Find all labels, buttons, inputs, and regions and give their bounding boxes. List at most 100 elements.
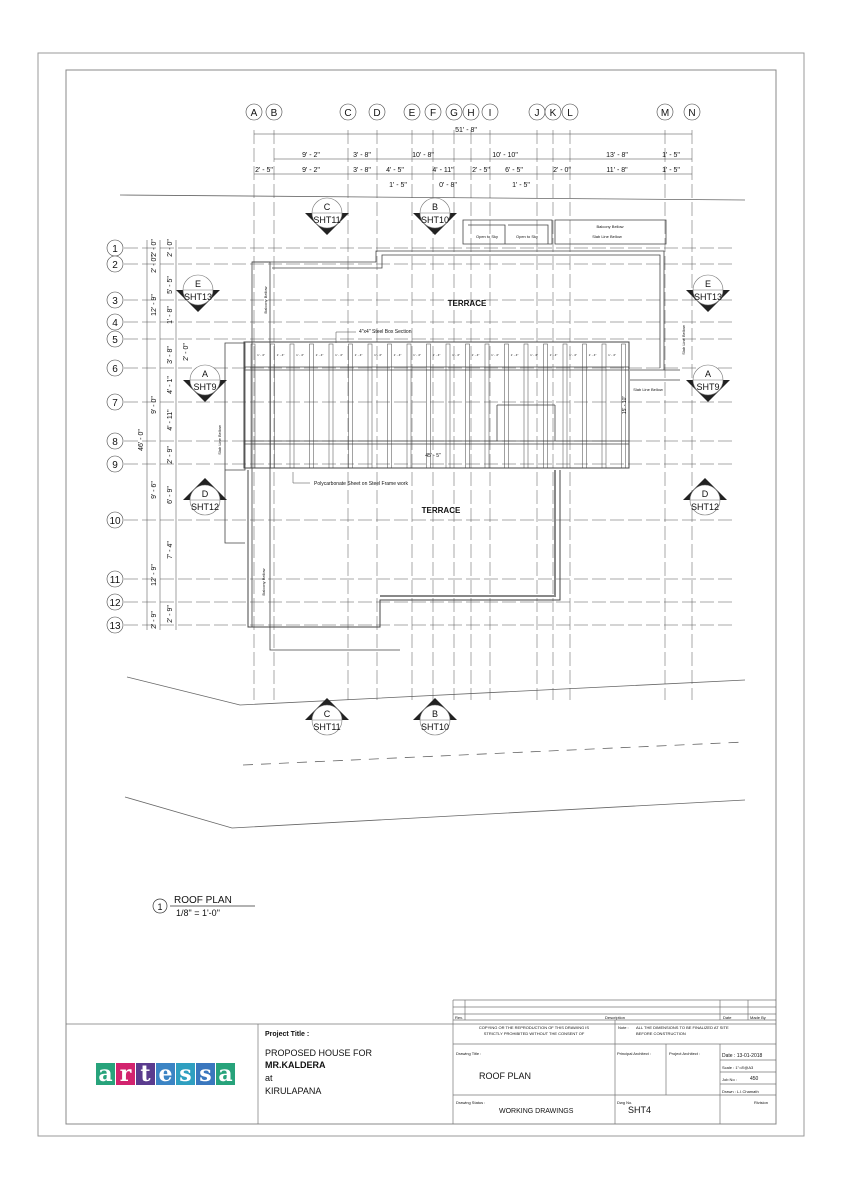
- beam-spacing-label: 1' - 4": [413, 353, 421, 357]
- section-markers: CSHT11BSHT10ESHT13ESHT13ASHT9ASHT9DSHT12…: [176, 197, 730, 736]
- dim-top-row3: 4' - 5": [386, 167, 404, 174]
- project-architect-label: Project Architect :: [669, 1051, 700, 1056]
- steel-beam: [465, 343, 470, 469]
- beam-spacing-label: 1' - 4": [452, 353, 460, 357]
- grid-label-C: C: [344, 108, 351, 119]
- dim-top-row3: 1' - 5": [662, 167, 680, 174]
- slab-line-right-vertical: Slab Line Bellow: [681, 325, 686, 355]
- section-letter: A: [705, 369, 711, 379]
- dim-overall-height: 46' - 0": [138, 429, 145, 451]
- plan-labels: TERRACE TERRACE 4"x4" Steel Box Section …: [217, 224, 686, 596]
- section-sheet: SHT13: [694, 292, 722, 302]
- dim-top-row2: 9' - 2": [302, 152, 320, 159]
- dim-top-row2: 10' - 8": [412, 152, 434, 159]
- grid-label-H: H: [467, 108, 474, 119]
- steel-beam: [250, 343, 256, 469]
- grid-bubble-row-9: [106, 455, 124, 473]
- section-sheet: SHT11: [313, 722, 340, 732]
- steel-beam: [543, 343, 548, 469]
- grid-label-row-5: 5: [112, 335, 118, 346]
- open-to-sky-1: Open to Sky: [476, 234, 498, 239]
- view-scale: 1/8" = 1'-0": [176, 908, 220, 918]
- steel-beam: [309, 343, 314, 469]
- dim-left-col2: 2' - 0": [167, 239, 174, 257]
- beam-spacing-label: 1' - 4": [355, 353, 363, 357]
- view-number-circle: [152, 898, 168, 914]
- date-value: Date : 13-01-2018: [722, 1053, 763, 1059]
- dim-top-row3: 6' - 5": [505, 167, 523, 174]
- dim-top-row3: 11' - 8": [606, 167, 628, 174]
- dim-left-col2: 3' - 8": [167, 346, 174, 364]
- balcony-below-top: Balcony Bellow: [596, 224, 623, 229]
- section-sheet: SHT11: [313, 215, 340, 225]
- dim-left-col2: 4' - 11": [167, 409, 174, 431]
- beam-spacing-label: 1' - 4": [472, 353, 480, 357]
- dim-top-row4: 1' - 5": [389, 182, 407, 189]
- revision-label: Rivision: [754, 1100, 768, 1105]
- beam-spacing-label: 1' - 4": [277, 353, 285, 357]
- grid-label-K: K: [550, 108, 557, 119]
- project-line-3: at: [265, 1073, 273, 1083]
- dim-top-row2: 3' - 8": [353, 152, 371, 159]
- polycarbonate-label: Polycarbonate Sheet on Steel Frame work: [314, 481, 408, 487]
- grid-bubble-I: [481, 103, 499, 121]
- dim-top-row2: 1' - 5": [662, 152, 680, 159]
- steel-beams: 1' - 4" 1' - 4" 1' - 4" 1' - 4" 1' - 4" 1' - …: [250, 343, 626, 469]
- logo-letter: r: [116, 1063, 135, 1085]
- dim-top-row3: 2' - 0": [553, 167, 571, 174]
- slab-line-left: Slab Line Bellow: [217, 425, 222, 455]
- grid-label-A: A: [251, 108, 258, 119]
- logo-letter: a: [96, 1063, 115, 1085]
- grid-label-B: B: [271, 108, 278, 119]
- grid-label-row-9: 9: [112, 460, 118, 471]
- beam-spacing-label: 1' - 4": [530, 353, 538, 357]
- project-title-label: Project Title :: [265, 1031, 309, 1038]
- grid-label-row-3: 3: [112, 296, 118, 307]
- section-letter: C: [324, 709, 331, 719]
- balcony-below-bottom: Balcony Bellow: [261, 568, 266, 595]
- grid-label-D: D: [373, 108, 380, 119]
- grid-label-row-8: 8: [112, 437, 118, 448]
- dim-top-row3: 2' - 5": [472, 167, 490, 174]
- steel-beam: [484, 343, 490, 469]
- grid-bubble-N: [683, 103, 701, 121]
- beam-spacing-label: 1' - 4": [569, 353, 577, 357]
- section-marker-e: E SHT13: [686, 274, 730, 312]
- dwg-no: SHT4: [628, 1105, 651, 1115]
- beam-spacing-label: 1' - 4": [491, 353, 499, 357]
- grid-bubble-H: [462, 103, 480, 121]
- polycarbonate-leader: [292, 472, 310, 484]
- dim-left-col2: 7' - 4": [167, 541, 174, 559]
- job-no-label: Job No :: [722, 1077, 737, 1082]
- section-sheet: SHT13: [184, 292, 212, 302]
- drawing-title: ROOF PLAN: [479, 1071, 531, 1081]
- dim-left-col2: 1' - 8": [167, 306, 174, 324]
- grid-label-row-10: 10: [109, 516, 121, 527]
- grid-label-G: G: [450, 108, 458, 119]
- description-label: Description: [605, 1015, 625, 1020]
- section-sheet: SHT9: [193, 382, 216, 392]
- steel-beam: [504, 343, 509, 469]
- dim-top-row3: 9' - 2": [302, 167, 320, 174]
- grid-label-row-11: 11: [110, 575, 121, 586]
- project-line-2: MR.KALDERA: [265, 1060, 326, 1070]
- steel-beam: [328, 343, 334, 469]
- scale-value: Scale : 1"=8'@A3: [722, 1065, 754, 1070]
- steel-box-label: 4"x4" Steel Box Section: [359, 329, 412, 335]
- copyright-line-1: COPYING OR THE REPRODUCTION OF THIS DRAW…: [479, 1025, 589, 1030]
- dim-left-extra: 2' - 0": [183, 343, 190, 361]
- grid-bubble-row-2: [106, 255, 124, 273]
- dim-left-col1: 12' - 9": [151, 294, 158, 316]
- grid-bubble-K: [544, 103, 562, 121]
- section-letter: E: [705, 279, 711, 289]
- grid-bubble-M: [656, 103, 674, 121]
- terrace-label-bottom: TERRACE: [422, 506, 461, 515]
- grid-label-M: M: [661, 108, 669, 119]
